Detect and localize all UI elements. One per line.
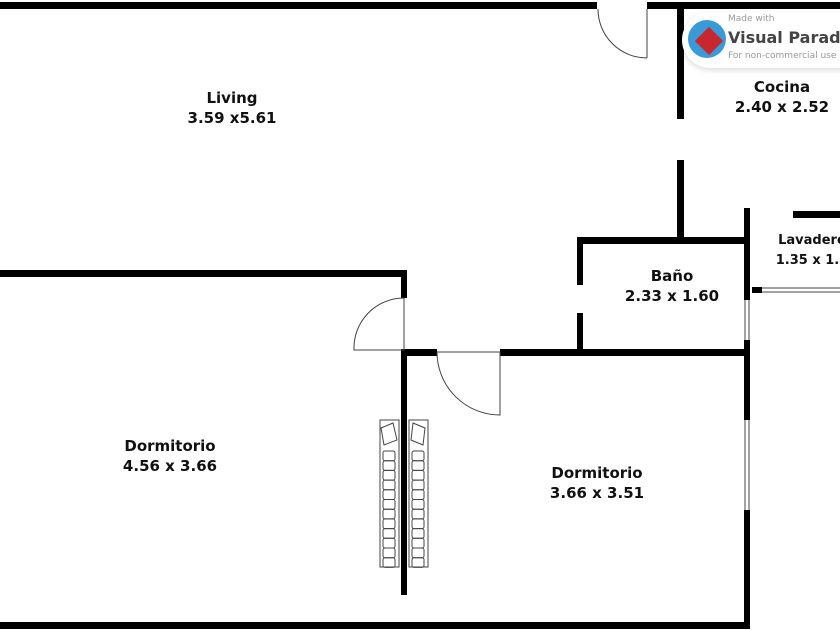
hanger-rung: [382, 489, 396, 500]
hanger-rung: [382, 528, 396, 539]
wall-bath-right-lower: [744, 340, 750, 420]
wall-top-left: [0, 2, 597, 9]
door-bedroom2: [436, 351, 501, 416]
doors-windows: [353, 8, 840, 568]
wall-bath-right: [744, 208, 750, 300]
hanger-rung: [411, 460, 425, 471]
hanger-rung: [411, 450, 425, 462]
hanger-rung: [411, 508, 425, 520]
wall-laundry: [793, 211, 840, 218]
hanger-rung: [411, 469, 425, 481]
hanger-rung: [382, 469, 396, 481]
room-name: Living: [206, 89, 258, 107]
room-size: 3.59 x5.61: [187, 109, 277, 127]
watermark-logo: Made with Visual Paradigm For non-commer…: [682, 12, 840, 68]
hanger-rung: [411, 479, 425, 491]
wall-bottom: [0, 622, 750, 629]
closet-hangers: [382, 450, 425, 568]
wall-kitchen-upper: [677, 2, 684, 119]
hanger-rung: [382, 547, 396, 559]
room-bano: Baño 2.33 x 1.60: [625, 266, 719, 306]
wall-divider-upper: [401, 270, 407, 298]
window-bedroom2: [744, 420, 750, 510]
hanger-rung: [382, 557, 396, 568]
hanger-rung: [411, 518, 425, 530]
room-name: Dormitorio: [551, 464, 643, 482]
hanger-rung: [411, 547, 425, 559]
wall-bath-top: [577, 237, 748, 244]
closet-left-box: [380, 422, 398, 446]
room-dormitorio-1: Dormitorio 4.56 x 3.66: [123, 436, 217, 476]
hanger-rung: [382, 518, 396, 530]
wall-bath-left-lower: [577, 313, 583, 353]
window-bath: [744, 300, 750, 340]
wall-kitchen-lower: [677, 160, 684, 240]
wall-bedroom2-top-left: [401, 349, 437, 356]
hanger-rung: [411, 557, 425, 568]
wall-bath-left-upper: [577, 237, 583, 285]
hanger-rung: [411, 499, 425, 510]
room-name: Lavadero: [778, 233, 840, 248]
door-entry: [597, 8, 648, 59]
room-name: Baño: [650, 267, 694, 285]
watermark-line1: Made with: [728, 14, 775, 24]
wall-laundry-stub: [752, 287, 762, 293]
room-size: 4.56 x 3.66: [122, 457, 218, 475]
room-size: 1.35 x 1.5: [775, 253, 840, 268]
room-size: 3.66 x 3.51: [549, 484, 645, 502]
room-dormitorio-2: Dormitorio 3.66 x 3.51: [550, 463, 644, 503]
hanger-rung: [382, 479, 396, 491]
watermark-line2: Visual Paradigm: [728, 28, 840, 47]
room-size: 2.40 x 2.52: [734, 98, 830, 116]
hanger-rung: [382, 508, 396, 520]
wall-right-lower: [744, 510, 750, 625]
wall-top-right: [647, 2, 840, 9]
hanger-rung: [382, 450, 396, 462]
watermark-line3: For non-commercial use: [728, 51, 837, 61]
hanger-rung: [382, 537, 396, 549]
door-bedroom1: [353, 297, 405, 351]
hanger-rung: [382, 499, 396, 510]
hanger-rung: [382, 460, 396, 471]
room-name: Dormitorio: [124, 437, 216, 455]
wall-bedroom1-top: [0, 270, 407, 277]
wall-divider-lower: [401, 350, 407, 595]
hanger-rung: [411, 537, 425, 549]
hanger-rung: [411, 489, 425, 500]
room-name: Cocina: [753, 78, 811, 96]
hanger-rung: [411, 528, 425, 539]
room-cocina: Cocina 2.40 x 2.52: [735, 77, 829, 117]
room-lavadero: Lavadero 1.35 x 1.5: [776, 231, 840, 271]
room-living: Living 3.59 x5.61: [188, 88, 277, 128]
closet-right-box: [410, 422, 426, 446]
wall-bedroom2-top-right: [500, 349, 750, 356]
room-size: 2.33 x 1.60: [624, 287, 720, 305]
window-laundry: [762, 287, 840, 293]
